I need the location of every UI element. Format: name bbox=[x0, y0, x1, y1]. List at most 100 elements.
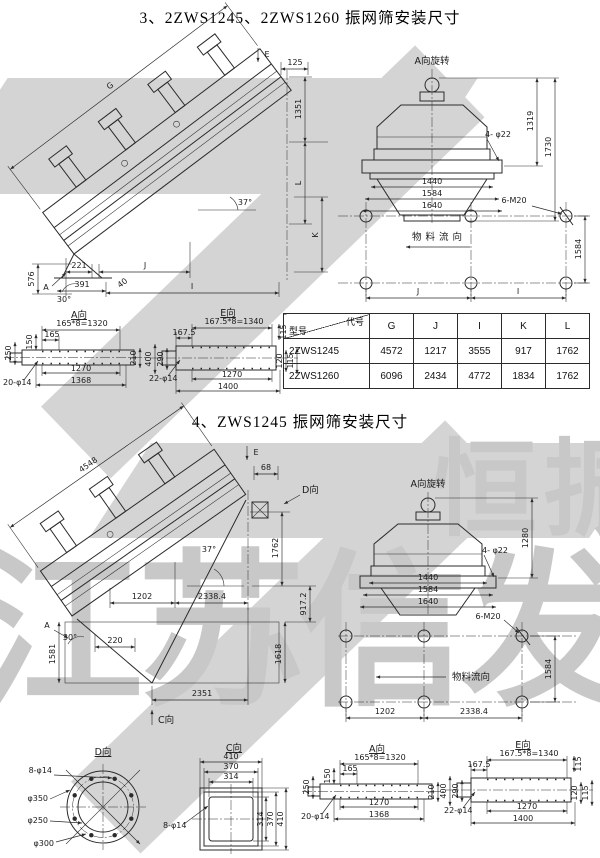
dim-2338-4: 2338.4 bbox=[460, 707, 488, 716]
table-row: 2ZWS1260 6096 2434 4772 1834 1762 bbox=[283, 363, 590, 389]
dim-1400: 1400 bbox=[218, 382, 238, 391]
dim-1584: 1584 bbox=[422, 189, 442, 198]
dim-1270: 1270 bbox=[517, 802, 537, 811]
anchor-holes bbox=[359, 209, 573, 290]
dim-30deg: 30° bbox=[57, 295, 71, 304]
deck-body: 4548 bbox=[7, 402, 247, 617]
base-frame bbox=[64, 499, 280, 684]
vibrator-body bbox=[359, 497, 497, 616]
value-cell: 4772 bbox=[457, 363, 502, 389]
dim-370-right: 370 bbox=[266, 811, 275, 826]
section4-view-e: E向 167.5*8=1340 167.5 115 400 290 1270 1… bbox=[439, 739, 594, 826]
code-label: 代号 bbox=[345, 317, 364, 327]
section4-side-view: 4548 E 68 D向 1762 917.2 37° 1202 2338.4 … bbox=[7, 402, 319, 726]
table-header-row: 代号 型号 G J I K L bbox=[283, 313, 590, 339]
dim-1368: 1368 bbox=[369, 810, 389, 819]
section4-motor-view: A向旋转 4- φ22 1280 1440 1584 1640 bbox=[359, 478, 538, 616]
dim-1440: 1440 bbox=[418, 573, 438, 582]
model-label: 型号 bbox=[289, 326, 308, 336]
dim-150: 150 bbox=[25, 334, 34, 349]
vibrator-body bbox=[361, 77, 503, 222]
label-D-dir: D向 bbox=[302, 484, 319, 496]
dim-400: 400 bbox=[439, 783, 448, 798]
label-20-phi14: 20-φ14 bbox=[301, 812, 330, 821]
dim-pitch: 167.5*8=1340 bbox=[499, 749, 558, 758]
value-cell: 917 bbox=[501, 338, 546, 364]
section3-motor-view: A向旋转 4- φ22 1319 1730 1440 1584 1640 bbox=[361, 55, 559, 223]
label-C-dir: C向 bbox=[158, 714, 174, 726]
dim-410-right: 410 bbox=[276, 811, 285, 826]
label-8-phi14: 8-φ14 bbox=[29, 766, 52, 775]
label-22-phi14: 22-φ14 bbox=[444, 806, 473, 815]
dim-1400: 1400 bbox=[513, 814, 533, 823]
dim-250: 250 bbox=[4, 345, 13, 360]
motor-view-title: A向旋转 bbox=[411, 478, 446, 490]
dim-314-top: 314 bbox=[223, 772, 238, 781]
dim-G: G bbox=[105, 80, 115, 91]
col-L: L bbox=[545, 313, 590, 339]
dim-290: 290 bbox=[451, 783, 460, 798]
section4-view-a: A向 165*8=1320 165 150 250 1270 1368 210 … bbox=[301, 743, 446, 822]
value-cell: 1762 bbox=[545, 363, 590, 389]
dim-2351: 2351 bbox=[192, 689, 212, 698]
dim-1640: 1640 bbox=[418, 597, 438, 606]
value-cell: 1834 bbox=[501, 363, 546, 389]
dim-phi350: φ350 bbox=[27, 794, 48, 803]
dim-I: I bbox=[191, 282, 193, 291]
label-20-phi14: 20-φ14 bbox=[3, 378, 32, 387]
dim-pitch: 167.5*8=1340 bbox=[204, 317, 263, 326]
dim-37deg: 37° bbox=[202, 545, 216, 554]
dim-167-5: 167.5 bbox=[468, 760, 491, 769]
anchor-holes bbox=[339, 629, 529, 709]
dim-210: 210 bbox=[427, 784, 436, 799]
dim-4-phi22: 4- φ22 bbox=[482, 546, 508, 555]
dim-1581: 1581 bbox=[48, 644, 57, 664]
channel-bar bbox=[302, 783, 446, 800]
mount-studs bbox=[48, 33, 236, 188]
dim-917-2: 917.2 bbox=[299, 593, 308, 616]
section3-title: 3、2ZWS1245、2ZWS1260 振网筛安装尺寸 bbox=[139, 10, 461, 27]
label-8-phi14: 8-φ14 bbox=[163, 821, 186, 830]
dim-290: 290 bbox=[156, 351, 165, 366]
dim-1584: 1584 bbox=[574, 239, 583, 259]
col-J: J bbox=[413, 313, 458, 339]
dim-1202: 1202 bbox=[132, 592, 152, 601]
value-cell: 3555 bbox=[457, 338, 502, 364]
dim-391: 391 bbox=[74, 280, 89, 289]
model-cell: 2ZWS1260 bbox=[283, 363, 370, 389]
dim-1440: 1440 bbox=[422, 177, 442, 186]
dim-68: 68 bbox=[261, 463, 271, 472]
dim-1351: 1351 bbox=[294, 99, 303, 119]
view-d-title: D向 bbox=[95, 746, 112, 758]
flow-label: 物料流向 bbox=[452, 671, 490, 683]
view-a-title: A向 bbox=[369, 743, 385, 755]
dim-165: 165 bbox=[342, 764, 357, 773]
dim-37deg: 37° bbox=[238, 198, 252, 207]
dim-1618: 1618 bbox=[274, 644, 283, 664]
dim-250: 250 bbox=[302, 779, 311, 794]
section4-view-d: D向 8-φ14 φ350 φ250 φ300 bbox=[27, 746, 146, 850]
flange-squares bbox=[192, 784, 270, 854]
value-cell: 2434 bbox=[413, 363, 458, 389]
dim-1202: 1202 bbox=[375, 707, 395, 716]
table-row: 2ZWS1245 4572 1217 3555 917 1762 bbox=[283, 338, 590, 364]
channel-bar bbox=[4, 349, 148, 366]
dim-phi250: φ250 bbox=[27, 816, 48, 825]
dim-576: 576 bbox=[27, 271, 36, 286]
dim-1584: 1584 bbox=[418, 585, 438, 594]
dim-1270: 1270 bbox=[222, 370, 242, 379]
dim-1368: 1368 bbox=[71, 376, 91, 385]
section3-side-view: G E 125 1351 L K 37° A 30° 576 40 221 J … bbox=[7, 2, 328, 304]
value-cell: 1762 bbox=[545, 338, 590, 364]
section3-view-e: E向 167.5*8=1340 167.5 115 400 290 1270 1… bbox=[144, 307, 299, 394]
dim-30deg: 30° bbox=[63, 633, 77, 642]
dim-1584: 1584 bbox=[544, 659, 553, 679]
section3-view-a: A向 165*8=1320 165 150 250 1270 1368 210 … bbox=[3, 309, 148, 388]
dim-40: 40 bbox=[116, 276, 130, 289]
dim-1270: 1270 bbox=[71, 364, 91, 373]
motor-view-title: A向旋转 bbox=[415, 55, 450, 67]
view-e-title: E向 bbox=[515, 739, 531, 751]
dim-K: K bbox=[311, 232, 320, 238]
dim-pitch: 165*8=1320 bbox=[354, 753, 405, 762]
